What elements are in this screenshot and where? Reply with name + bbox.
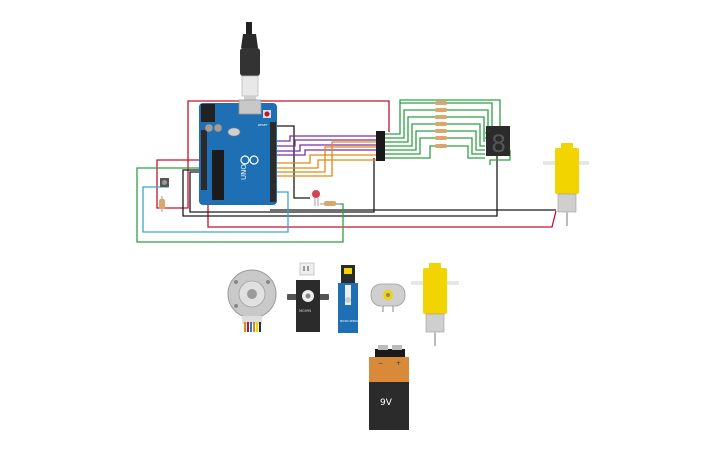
arduino-logo-icon [240,155,259,165]
dc-gear-motor-bottom[interactable] [411,263,459,346]
usb-cable[interactable] [240,22,260,102]
wire-green-r3[interactable] [385,116,485,143]
resistor-button [159,196,165,212]
small-dc-motor[interactable] [370,283,406,312]
black-servo-label: MG995 [299,309,311,313]
reset-button[interactable] [264,111,270,117]
header-connector [376,131,385,161]
battery-label: 9V [380,398,393,408]
wire-red-top[interactable] [187,100,390,140]
power-header [201,130,207,190]
resistor-bank [435,101,447,148]
display-digit: 8 [491,130,506,158]
seven-segment-display[interactable]: 8 [486,126,510,158]
arduino-uno-board[interactable]: UNO RESET [199,99,277,205]
wire-purple-4[interactable] [276,149,376,156]
wire-green-r6[interactable] [385,137,485,155]
dc-gear-motor-right[interactable] [543,143,589,226]
wire-green-r7[interactable] [385,145,485,159]
micro-servo[interactable]: MICRO SERVO [338,265,358,333]
wire-green-r5[interactable] [385,130,485,151]
pushbutton[interactable] [160,178,169,187]
wire-purple-2[interactable] [276,139,376,147]
wire-green-loop[interactable] [136,167,344,243]
wire-purple-3[interactable] [276,144,376,152]
wire-orange-4[interactable] [276,141,376,177]
wire-orange-3[interactable] [276,146,376,173]
wire-black-3[interactable] [277,125,310,199]
wire-red-left[interactable] [156,140,200,209]
battery-plus-label: + [396,360,401,367]
atmega-chip [212,150,224,200]
digital-header [270,122,276,202]
stepper-motor[interactable] [227,269,277,332]
wire-black-2[interactable] [189,158,375,213]
red-led[interactable] [312,190,320,206]
wire-orange-1[interactable] [276,154,376,164]
battery-minus-label: − [378,360,383,367]
wire-black-1[interactable] [182,152,498,217]
wire-orange-2[interactable] [276,159,376,169]
wire-purple-1[interactable] [276,135,376,142]
wire-green-disp[interactable] [399,99,501,126]
wire-green-r4[interactable] [385,123,485,147]
battery-9v[interactable]: − + 9V [369,345,409,430]
black-servo[interactable]: MG995 [287,262,329,332]
micro-servo-label: MICRO SERVO [340,319,358,323]
resistor-led [320,201,340,206]
board-brand-text: UNO [240,164,248,180]
reset-label: RESET [258,123,268,127]
stepper-wires [244,322,261,332]
